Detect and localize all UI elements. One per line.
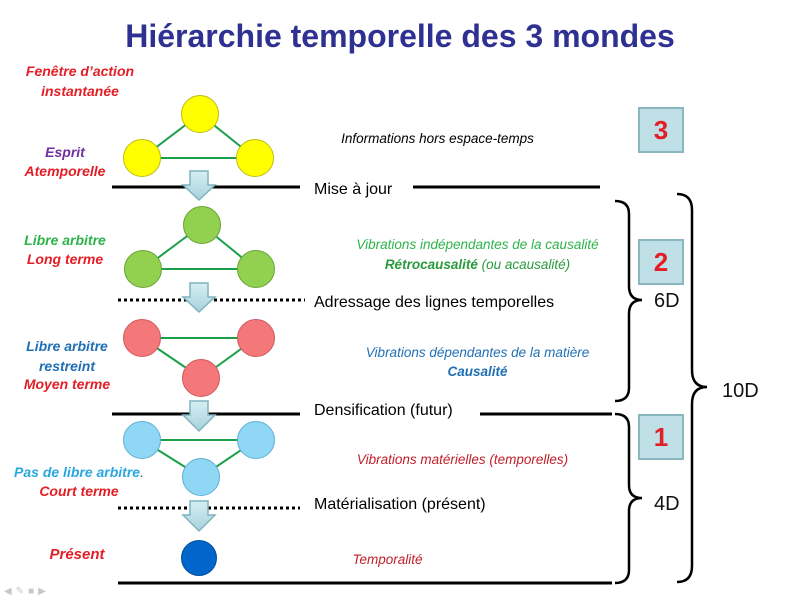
separator-label-adressage: Adressage des lignes temporelles (314, 294, 555, 311)
label-pas-libre-arbitre: Pas de libre arbitre. (0, 462, 158, 482)
desc-hors-espace-temps: Informations hors espace-temps (341, 131, 534, 146)
label-restreint-line2: restreint (38, 358, 96, 374)
bracket-10d (676, 192, 708, 584)
down-arrow-2 (181, 282, 217, 314)
separator-label-materialisation: Matérialisation (présent) (314, 496, 486, 513)
world-box-3: 3 (638, 107, 684, 153)
label-fenetre-action: Fenêtre d’action instantanée (10, 61, 150, 101)
desc-vibrations-materielles: Vibrations matérielles (temporelles) (356, 452, 569, 467)
desc-acausalite: (ou acausalité) (477, 257, 571, 272)
world-box-2: 2 (638, 239, 684, 285)
desc-temporalite: Temporalité (352, 552, 423, 567)
separator-label-densification: Densification (futur) (314, 402, 453, 419)
label-libre-arbitre: Libre arbitre (24, 232, 106, 248)
desc-vibrations-independantes: Vibrations indépendantes de la causalité (356, 237, 599, 252)
desc-retrocausalite: Rétrocausalité (ou acausalité) (300, 257, 655, 272)
separator-label-mise-a-jour: Mise à jour (314, 181, 393, 198)
page-title: Hiérarchie temporelle des 3 mondes (125, 18, 675, 54)
present-node (181, 540, 217, 576)
desc-vibrations-dependantes: Vibrations dépendantes de la matière (365, 345, 590, 360)
slideshow-nav-icons[interactable]: ◀✎■▶ (4, 586, 50, 597)
label-present: Présent (49, 546, 105, 563)
down-arrow-4 (181, 500, 217, 533)
world-box-1: 1 (638, 414, 684, 460)
label-libre-arbitre-restreint: Libre arbitre restreint (2, 336, 132, 376)
label-pas-libre-arbitre-text: Pas de libre arbitre (14, 464, 141, 480)
label-moyen-terme: Moyen terme (23, 376, 111, 392)
dimension-label-10d: 10D (722, 380, 759, 402)
label-restreint-line1: Libre arbitre (26, 338, 108, 354)
prev-arrow-icon[interactable]: ◀ (4, 586, 16, 597)
bracket-4d (614, 412, 643, 585)
menu-icon[interactable]: ■ (28, 586, 39, 597)
down-arrow-1 (181, 170, 217, 202)
green-triangle (124, 206, 275, 288)
bracket-6d (614, 199, 643, 403)
pink-triangle (123, 319, 275, 397)
dimension-label-6d: 6D (654, 290, 680, 312)
next-arrow-icon[interactable]: ▶ (38, 586, 50, 597)
label-pas-libre-arbitre-dot: . (140, 464, 144, 480)
down-arrow-3 (181, 400, 217, 433)
label-long-terme: Long terme (26, 251, 104, 267)
label-esprit: Esprit (45, 144, 85, 160)
label-fenetre-line1: Fenêtre d’action (25, 63, 135, 79)
dimension-label-4d: 4D (654, 493, 680, 515)
pen-icon[interactable]: ✎ (15, 586, 29, 597)
desc-retrocausalite-bold: Rétrocausalité (384, 257, 478, 272)
label-atemporelle: Atemporelle (24, 163, 106, 179)
light-blue-triangle (123, 421, 275, 496)
label-court-terme: Court terme (39, 483, 119, 499)
desc-causalite: Causalité (447, 364, 508, 379)
label-fenetre-line2: instantanée (41, 83, 119, 99)
yellow-triangle (123, 95, 274, 177)
